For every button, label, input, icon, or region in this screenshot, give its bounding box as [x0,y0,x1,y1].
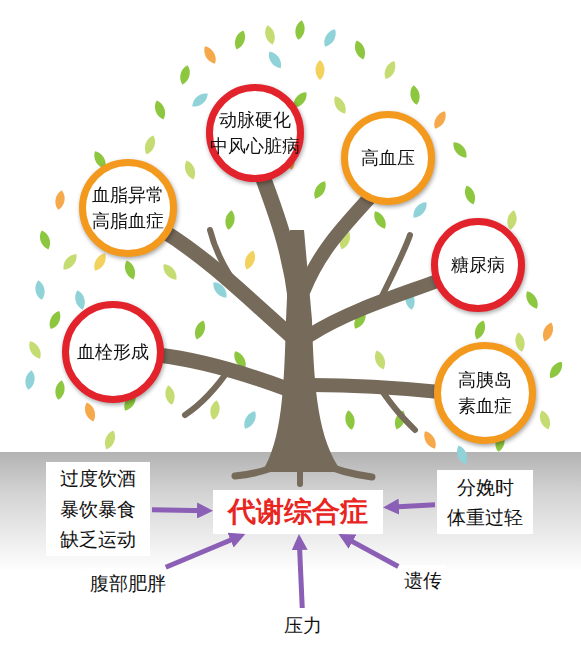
cause-arrow [166,536,240,567]
disease-circle: 高胰岛 素血症 [433,341,537,445]
factor-box: 压力 [280,610,326,640]
disease-circle: 动脉硬化 中风心脏病 [205,83,305,183]
text-group: 血栓形成 [61,300,165,404]
cause-arrow [389,505,435,507]
node-text: 分娩时 体重过轻 [447,472,523,533]
node-text: 代谢综合症 [228,495,368,529]
factor-box: 分娩时 体重过轻 [437,470,533,534]
factor-box: 过度饮酒 暴饮暴食 缺乏运动 [46,462,150,556]
node-text: 血栓形成 [77,339,149,365]
cause-arrow [344,537,399,567]
text-group: 腹部肥胖 [86,568,170,598]
factor-box: 遗传 [400,565,446,595]
text-group: 血脂异常 高脂血症 [78,158,178,258]
factor-box: 腹部肥胖 [86,568,170,598]
tree-roots [235,462,372,484]
text-group: 压力 [280,610,326,640]
tree-trunk [262,230,342,472]
disease-circle: 糖尿病 [430,217,526,313]
text-group: 遗传 [400,565,446,595]
disease-circle: 高血压 [340,110,436,206]
text-group: 分娩时 体重过轻 [437,470,533,534]
text-group: 过度饮酒 暴饮暴食 缺乏运动 [46,462,150,556]
text-group: 高血压 [340,110,436,206]
syndrome-label: 代谢综合症 [213,490,383,534]
circle-ring [66,305,161,400]
disease-circle: 血栓形成 [61,300,165,404]
node-text: 压力 [284,610,322,640]
circle-ring [438,346,533,441]
node-text: 血脂异常 高脂血症 [92,182,164,234]
text-group: 代谢综合症 [213,490,383,534]
node-text: 过度饮酒 暴饮暴食 缺乏运动 [60,463,136,554]
circle-outline [78,158,178,258]
circle-ring [345,115,432,202]
cause-arrow [299,540,302,608]
circle-outline [205,83,305,183]
node-text: 动脉硬化 中风心脏病 [210,107,300,159]
circle-ring [210,88,301,179]
node-text: 遗传 [404,565,442,595]
cause-arrow [152,507,207,513]
node-text: 高血压 [361,145,415,171]
circle-outline [433,341,537,445]
disease-circle: 血脂异常 高脂血症 [78,158,178,258]
node-text: 腹部肥胖 [90,568,166,598]
node-text: 高胰岛 素血症 [458,367,512,419]
text-group: 高胰岛 素血症 [433,341,537,445]
circle-ring [435,222,522,309]
node-text: 糖尿病 [451,252,505,278]
circle-ring [83,163,174,254]
text-group: 动脉硬化 中风心脏病 [205,83,305,183]
text-group: 糖尿病 [430,217,526,313]
